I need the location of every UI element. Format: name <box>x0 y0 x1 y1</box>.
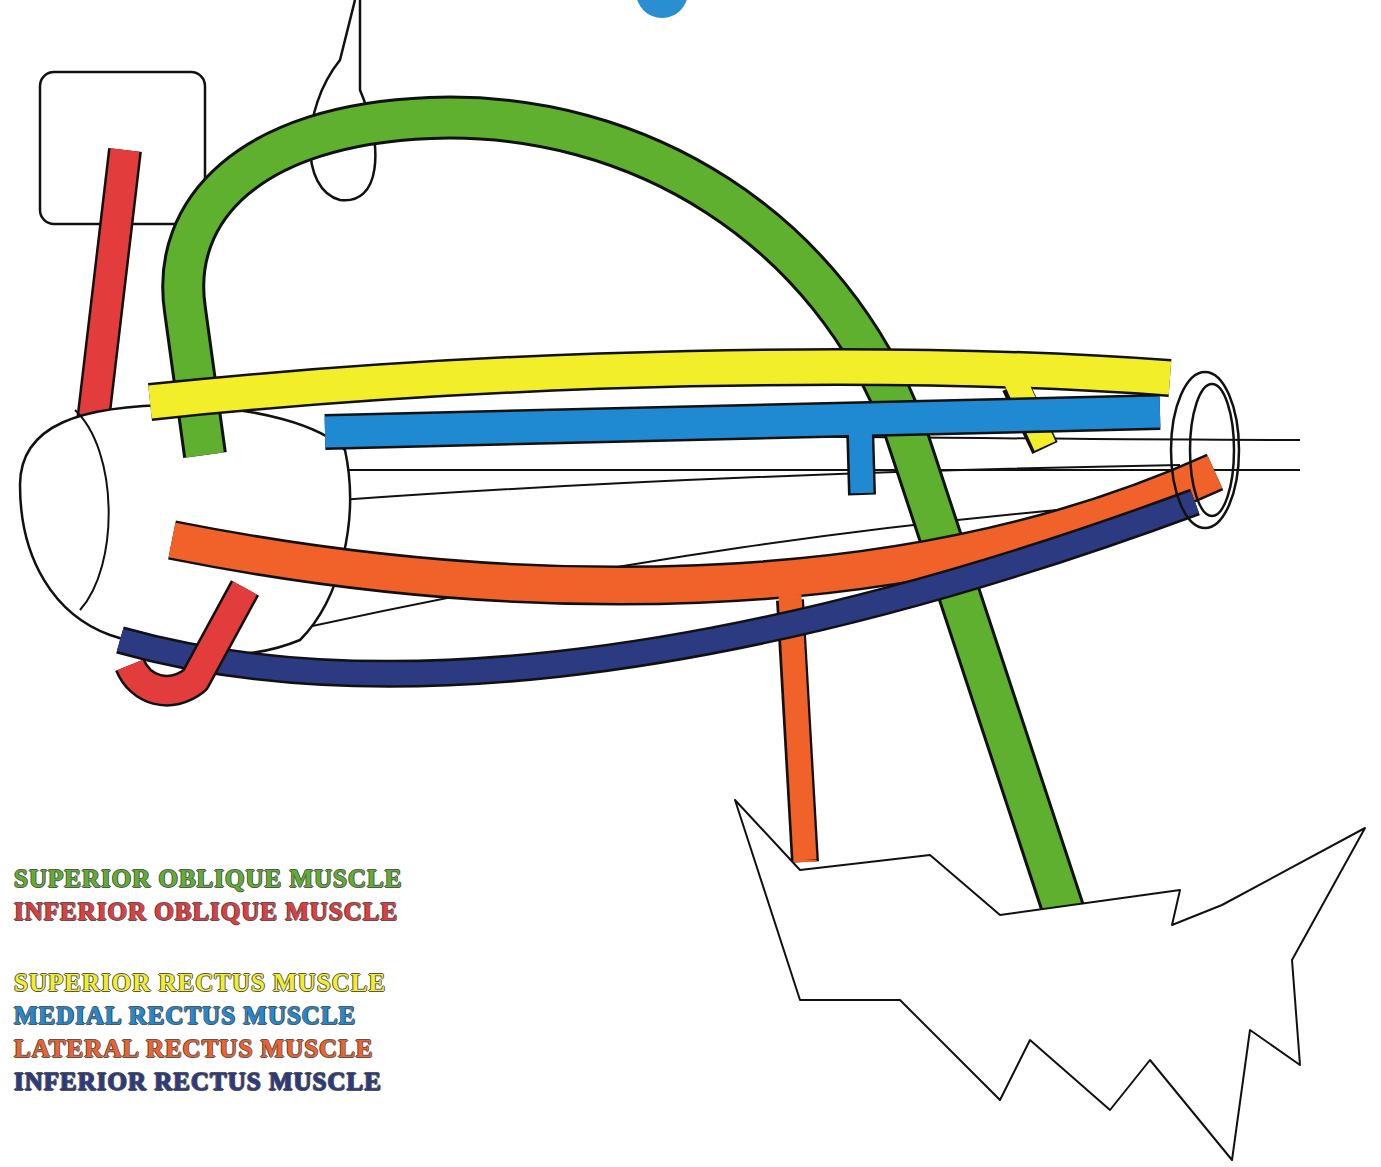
legend-text: SUPERIOR OBLIQUE MUSCLE <box>14 865 402 892</box>
legend-entry: LATERAL RECTUS MUSCLE <box>14 1032 402 1065</box>
legend: SUPERIOR OBLIQUE MUSCLE INFERIOR OBLIQUE … <box>14 862 402 1098</box>
legend-entry: MEDIAL RECTUS MUSCLE <box>14 999 402 1032</box>
legend-text: INFERIOR RECTUS MUSCLE <box>14 1068 382 1095</box>
legend-entry: SUPERIOR RECTUS MUSCLE <box>14 966 402 999</box>
legend-text: MEDIAL RECTUS MUSCLE <box>14 1002 356 1029</box>
legend-entry: INFERIOR OBLIQUE MUSCLE <box>14 895 402 928</box>
legend-text: INFERIOR OBLIQUE MUSCLE <box>14 898 398 925</box>
legend-entry: INFERIOR RECTUS MUSCLE <box>14 1065 402 1098</box>
legend-text: LATERAL RECTUS MUSCLE <box>14 1035 374 1062</box>
legend-entry: SUPERIOR OBLIQUE MUSCLE <box>14 862 402 895</box>
legend-text: SUPERIOR RECTUS MUSCLE <box>14 969 386 996</box>
